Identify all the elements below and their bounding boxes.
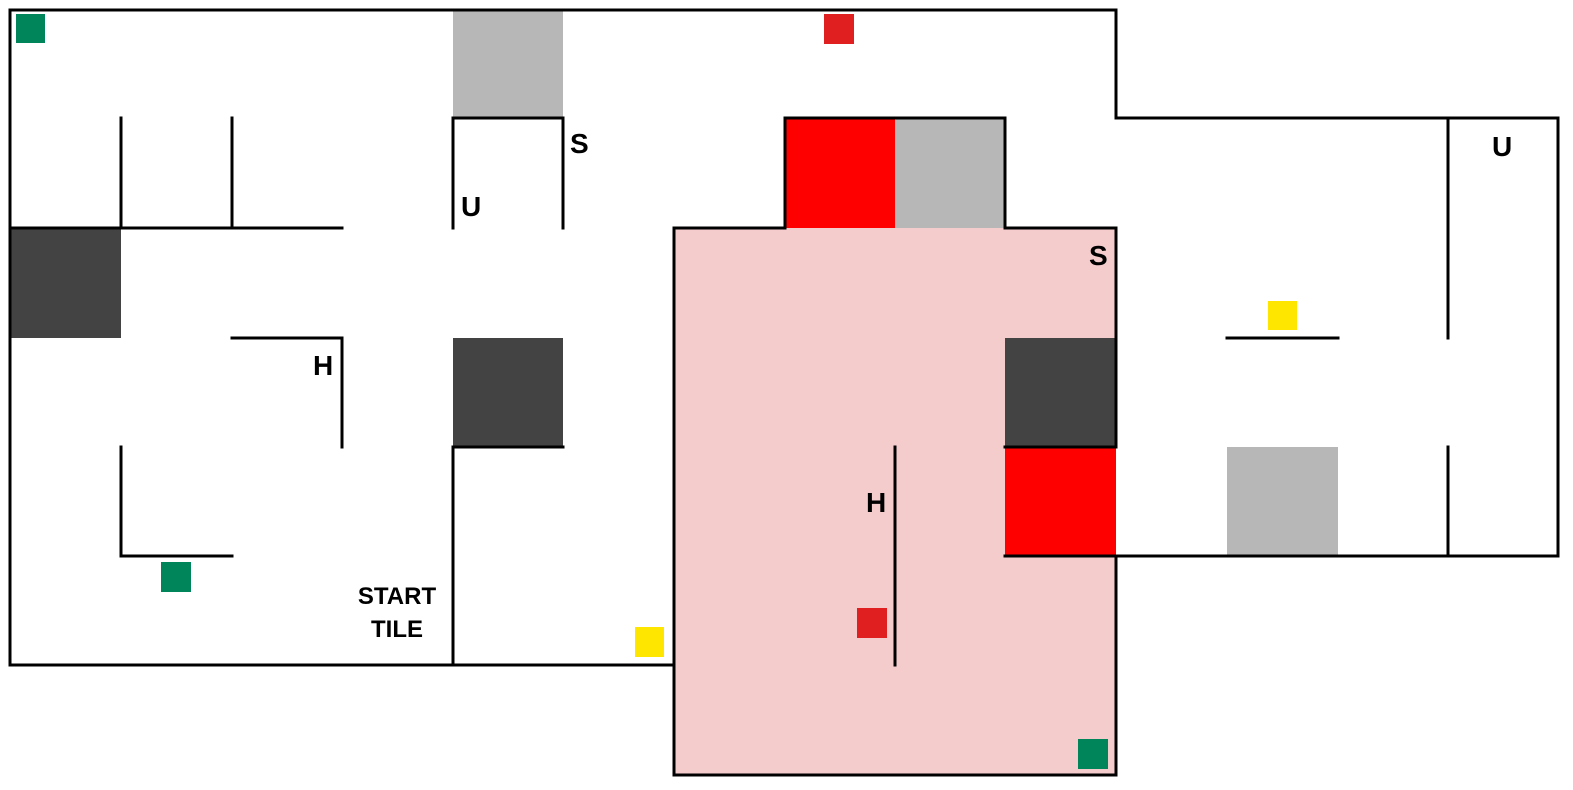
red-tile — [1005, 447, 1116, 556]
wall — [672, 116, 1118, 230]
label-s: S — [1089, 240, 1108, 271]
green-victim — [161, 562, 191, 592]
wall — [119, 445, 234, 558]
checkpoint-tile — [1227, 447, 1338, 556]
black-tile — [10, 228, 121, 338]
checkpoint-tile — [453, 10, 563, 118]
wall — [230, 336, 344, 449]
green-victim — [16, 14, 45, 43]
start-tile-label: TILE — [371, 616, 423, 643]
label-u: U — [1492, 131, 1512, 162]
black-tile — [1005, 338, 1116, 447]
start-tile-label: START — [358, 583, 437, 610]
checkpoint-tile — [895, 118, 1005, 228]
yellow-victim — [1268, 301, 1297, 330]
walls — [8, 8, 1560, 777]
wall — [451, 445, 565, 667]
label-u: U — [461, 191, 481, 222]
red-victim — [857, 608, 887, 638]
yellow-victim — [635, 627, 664, 657]
label-h: H — [313, 350, 333, 381]
black-tile — [453, 338, 563, 447]
red-tile — [785, 118, 895, 228]
red-victim — [824, 14, 854, 44]
wall — [451, 116, 565, 230]
label-h: H — [866, 487, 886, 518]
label-s: S — [570, 128, 589, 159]
green-victim — [1078, 739, 1108, 769]
